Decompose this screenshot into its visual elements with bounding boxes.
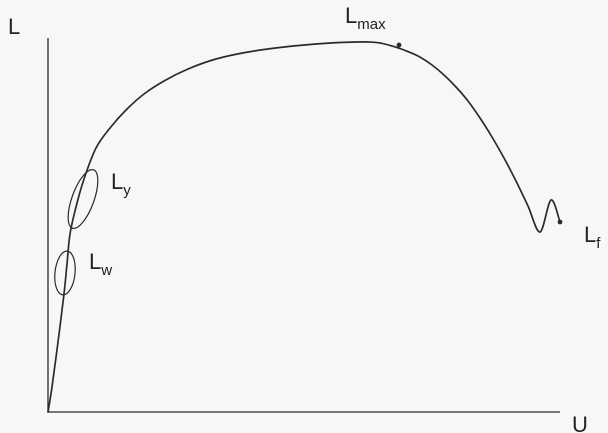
x-axis-label: U bbox=[572, 412, 588, 433]
label-lmax-main: L bbox=[345, 3, 357, 28]
label-ly: Ly bbox=[111, 169, 131, 199]
label-lw-main: L bbox=[89, 249, 101, 274]
label-lw: Lw bbox=[89, 249, 112, 279]
label-lmax-sub: max bbox=[357, 16, 386, 33]
curve-layer bbox=[47, 41, 561, 413]
y-axis-label-main: L bbox=[8, 14, 20, 39]
label-lf: Lf bbox=[584, 222, 601, 252]
x-axis-label-main: U bbox=[572, 412, 588, 433]
label-ly-sub: y bbox=[123, 182, 131, 199]
ellipse-ly bbox=[67, 169, 99, 229]
y-axis-label: L bbox=[8, 14, 20, 39]
label-lw-sub: w bbox=[100, 262, 112, 279]
annotation-layer bbox=[54, 42, 563, 296]
label-lf-sub: f bbox=[596, 235, 601, 252]
load-curve bbox=[47, 41, 561, 413]
ellipse-lw bbox=[54, 250, 76, 296]
label-lmax: Lmax bbox=[345, 3, 386, 33]
point-lmax bbox=[396, 42, 402, 48]
label-ly-main: L bbox=[111, 169, 123, 194]
point-lf bbox=[557, 219, 563, 225]
axes bbox=[47, 38, 560, 413]
label-lf-main: L bbox=[584, 222, 596, 247]
